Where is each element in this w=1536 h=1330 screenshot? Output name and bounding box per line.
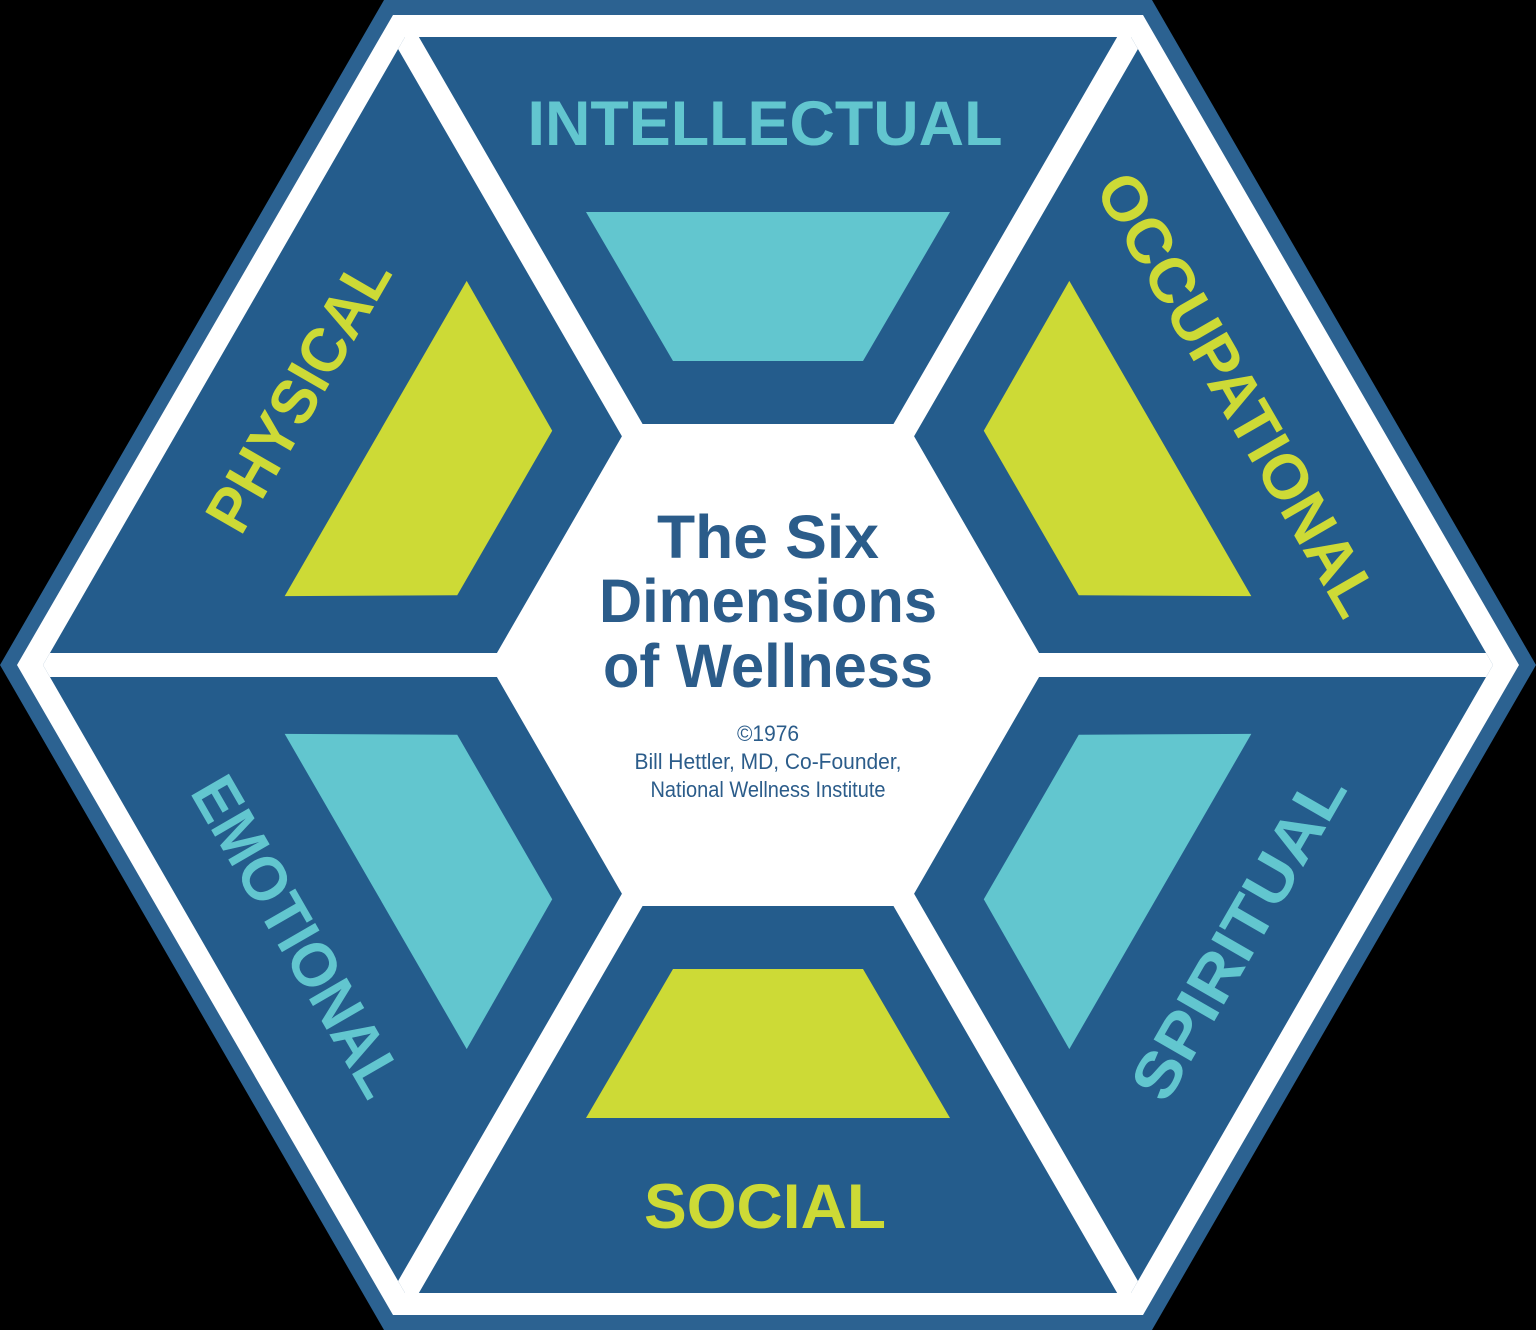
trapezoid-emotional	[284, 733, 553, 1050]
copyright-organization: National Wellness Institute	[651, 777, 886, 802]
diagram-title-line-3: of Wellness	[603, 632, 933, 700]
trapezoid-intellectual	[586, 212, 950, 361]
copyright-author: Bill Hettler, MD, Co-Founder,	[635, 749, 902, 774]
diagram-title-line-2: Dimensions	[599, 567, 937, 635]
label-intellectual: INTELLECTUAL	[528, 89, 1003, 159]
trapezoid-social	[586, 969, 950, 1118]
trapezoid-spiritual	[983, 733, 1252, 1050]
copyright-year: ©1976	[737, 721, 799, 746]
trapezoid-physical	[284, 280, 553, 597]
center-hexagon	[490, 424, 1046, 906]
diagram-title-line-1: The Six	[657, 503, 879, 571]
trapezoid-occupational	[983, 280, 1252, 597]
label-social: SOCIAL	[644, 1172, 886, 1242]
